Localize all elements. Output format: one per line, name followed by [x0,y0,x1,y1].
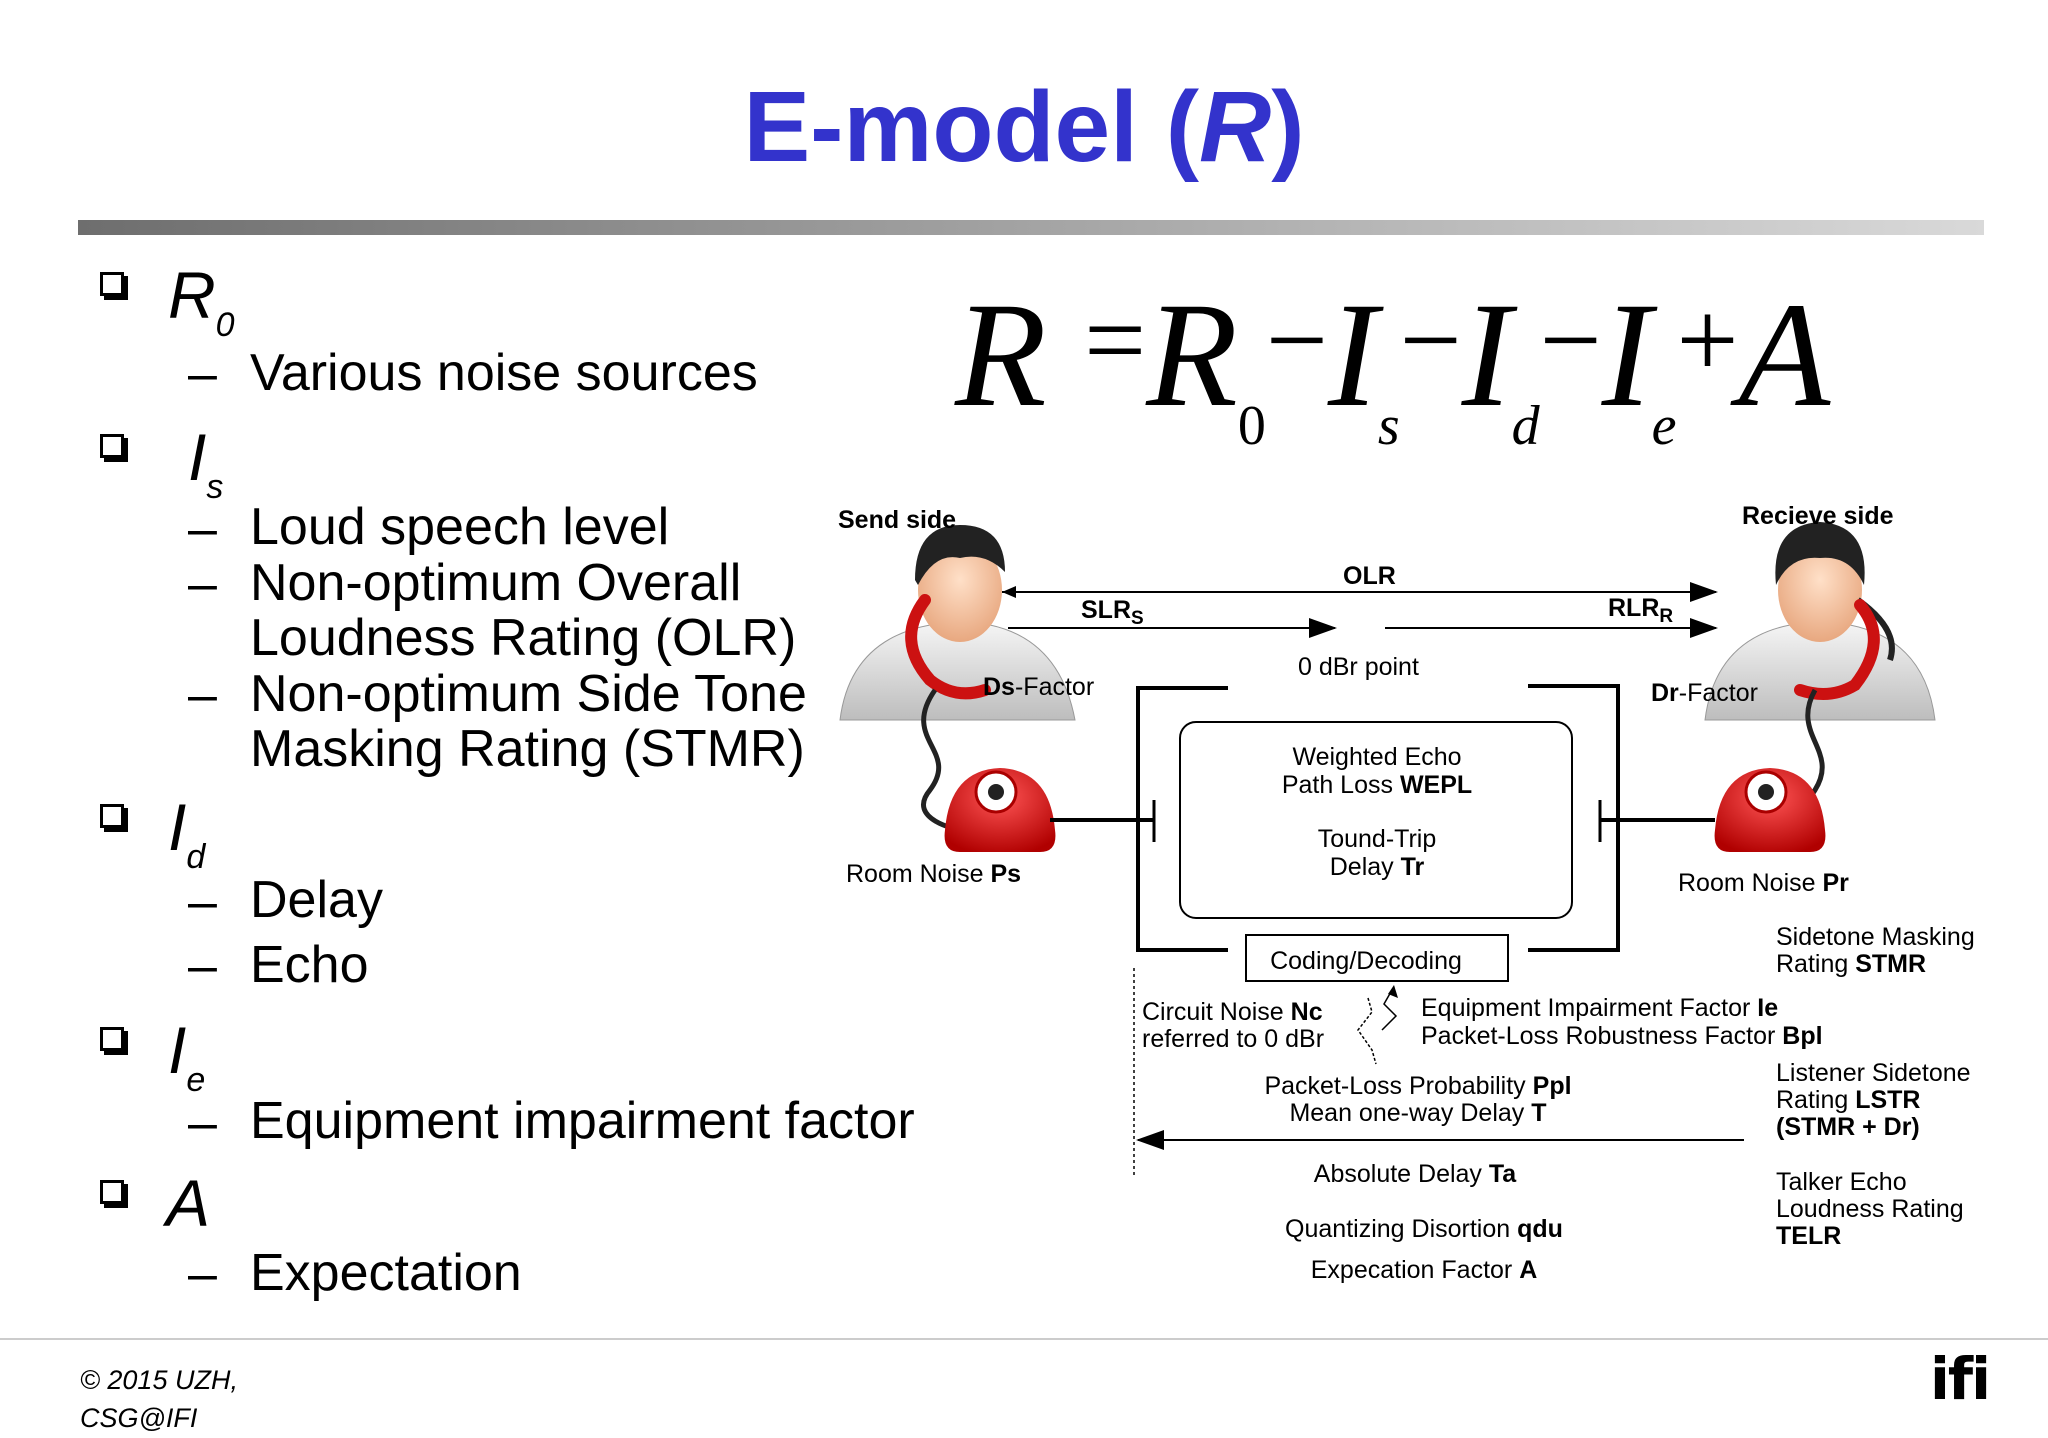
mean-delay-label: Mean one-way Delay T [1289,1099,1546,1127]
stmr-label-1: Sidetone Masking [1776,923,1975,951]
dash: – [188,1245,217,1303]
wepl-label: Path Loss WEPL [1282,771,1472,799]
item-delay: Delay [250,871,383,929]
dash: – [188,345,217,403]
symbol-a: A [166,1166,211,1240]
circuit-noise-ref-label: referred to 0 dBr [1142,1025,1324,1053]
quantizing-distortion-label: Quantizing Disortion qdu [1285,1215,1563,1243]
bullet-square [100,272,124,296]
telr-label-2: Loudness Rating [1776,1195,1964,1223]
circuit-noise-label: Circuit Noise Nc [1142,998,1323,1026]
item-echo: Echo [250,936,369,994]
bullet-square [100,434,124,458]
room-noise-receive-label: Room Noise Pr [1678,869,1849,897]
receive-side-label: Recieve side [1742,502,1894,530]
coding-decoding-label: Coding/Decoding [1270,947,1462,975]
lstr-label-2: Rating LSTR [1776,1086,1921,1114]
ds-factor-label: Ds-Factor [983,673,1094,701]
stmr-label-2: Rating STMR [1776,950,1926,978]
dash: – [188,873,217,931]
title-rule [78,220,1984,235]
weighted-echo-label: Weighted Echo [1292,743,1461,771]
r-formula: R =R0−Is−Id−Ie+A [955,272,1831,457]
symbol-is: Is [188,420,224,507]
round-trip-label: Tound-Trip [1318,825,1437,853]
absolute-delay-label: Absolute Delay Ta [1314,1160,1518,1188]
ifi-logo: ifi [1930,1345,1991,1413]
dr-factor-label: Dr-Factor [1651,679,1758,707]
rlr-label: RLRR [1608,594,1673,627]
item-stmr: Non-optimum Side Tone Masking Rating (ST… [250,665,807,778]
zero-dbr-label: 0 dBr point [1298,653,1419,681]
lstr-label-1: Listener Sidetone [1776,1059,1971,1087]
receive-phone-icon [1714,768,1826,852]
dash: – [188,500,217,558]
bullet-square [100,1180,124,1204]
packet-loss-probability-label: Packet-Loss Probability Ppl [1264,1072,1571,1100]
symbol-r0: R0 [168,258,235,345]
send-person-icon [839,525,1076,833]
dash: – [188,666,217,724]
room-noise-send-label: Room Noise Ps [846,860,1021,888]
item-olr: Non-optimum Overall Loudness Rating (OLR… [250,554,797,667]
copyright: © 2015 UZH,CSG@IFI [80,1365,238,1433]
receive-person-icon [1704,522,1936,823]
dash: – [188,555,217,613]
lstr-label-3: (STMR + Dr) [1776,1113,1920,1141]
packet-loss-robustness-label: Packet-Loss Robustness Factor Bpl [1421,1022,1823,1050]
item-loud-speech: Loud speech level [250,498,670,556]
olr-label: OLR [1343,562,1396,590]
expectation-factor-label: Expecation Factor A [1311,1256,1538,1284]
dash: – [188,937,217,995]
symbol-ie: Ie [168,1013,206,1100]
send-side-label: Send side [838,506,956,534]
telr-label-1: Talker Echo [1776,1168,1907,1196]
symbol-id: Id [168,790,206,877]
dash: – [188,1094,217,1152]
equipment-impairment-label: Equipment Impairment Factor Ie [1421,994,1778,1022]
round-trip-delay-label: Delay Tr [1330,853,1425,881]
send-phone-icon [944,768,1056,852]
bullet-square [100,804,124,828]
item-equipment: Equipment impairment factor [250,1092,915,1150]
footer-divider [0,1338,2048,1340]
item-expectation: Expectation [250,1244,522,1302]
slide-title: E-model (R) [743,71,1305,183]
item-noise-sources: Various noise sources [250,344,758,402]
slr-label: SLRS [1081,596,1144,629]
telr-label-3: TELR [1776,1222,1841,1250]
bullet-square [100,1027,124,1051]
